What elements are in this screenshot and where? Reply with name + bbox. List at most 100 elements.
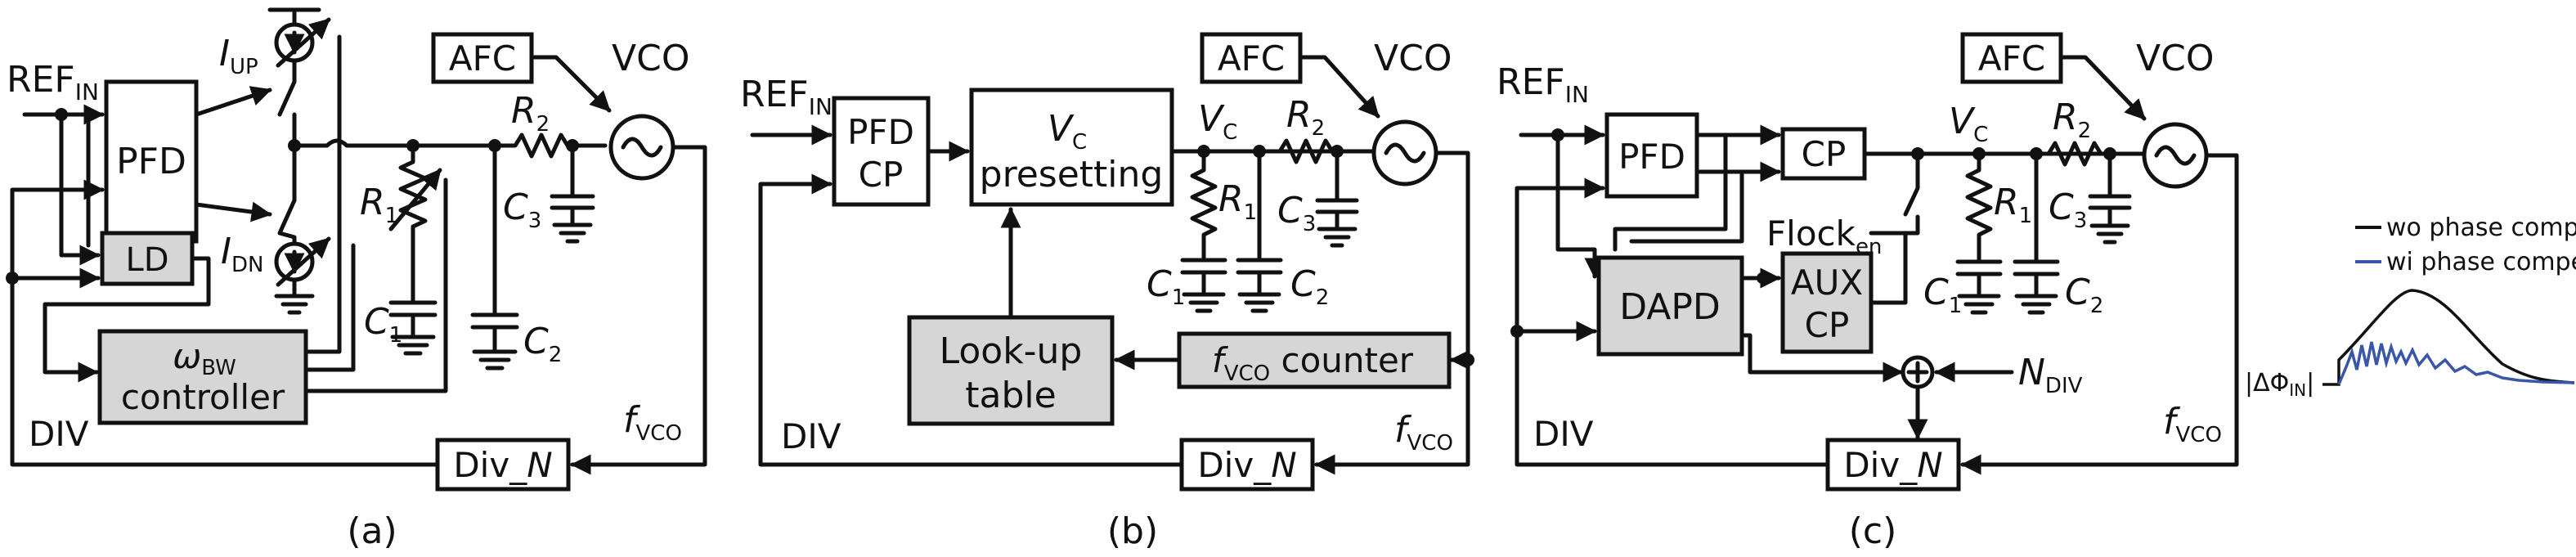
b-vc-presetting-block [969,88,1174,207]
c-flock-switch [1869,151,1920,236]
a-r1-label: R1 [360,182,398,228]
b-vco-label: VCO [1374,38,1452,79]
b-r2-label: R2 [1286,94,1325,141]
a-r1-resistor [398,143,428,305]
a-fvco-wire [570,145,707,475]
b-pfd-label: PFD [847,112,914,152]
a-idn-ground [274,277,315,315]
c-dapd-block [1596,255,1744,357]
c-vc-label: VC [1949,101,1988,147]
b-c2-label: C2 [1290,263,1329,310]
a-pfd-block [104,79,199,244]
a-caption: (a) [347,510,397,552]
b-counter-label: fVCO counter [1212,340,1414,386]
c-c2-label: C2 [2065,272,2103,318]
a-fvco-label: fVCO [623,399,682,446]
b-vc-preset-label: VC [1048,108,1087,155]
c-r1-label: R1 [1994,182,2032,228]
c-r2-resistor [2034,141,2145,167]
b-ref-in-label: REFIN [740,74,832,120]
a-ctrl-iup-wire [303,34,342,354]
c-c2-capacitor [2013,151,2060,315]
a-ld-block [100,231,195,286]
a-r2-label: R2 [511,90,550,137]
panel-c: REFIN PFD CP VC Flocken R1 C1 C2 R2 C3 [1497,32,2239,552]
b-lookup-line2: table [965,375,1056,416]
b-afc-block [1200,32,1303,84]
a-ctrl-r1-wire [303,177,448,393]
a-c1-label: C1 [364,301,402,348]
c-aux-cp-block [1780,251,1874,354]
legend-wo-label: wo phase compensation [2386,213,2576,242]
inset-ylabel: |ΔΦIN| [2245,369,2314,400]
a-c2-capacitor [470,143,519,371]
a-pfd-label: PFD [116,141,186,182]
inset-phase-plot: wo phase compensation wi phase compensat… [2245,213,2576,400]
a-ld-label: LD [125,241,168,279]
a-feedback-wire [10,179,440,467]
a-controller-block [97,329,308,425]
c-flock-label: Flocken [1766,213,1882,259]
a-div-label: DIV [29,414,89,454]
a-idn-label: IDN [221,231,263,277]
legend-wi-label: wi phase compensation [2386,248,2576,276]
b-divn-label: Div_N [1197,445,1296,485]
c-c1-label: C1 [1923,272,1962,318]
a-r2-resistor [492,133,608,159]
c-ndiv-label: NDIV [2018,352,2083,398]
b-r1-label: R1 [1218,178,1257,225]
c-divn-label: Div_N [1843,445,1942,485]
a-ref-in-label: REFIN [7,59,99,106]
a-ctrl-idn-wire [303,243,356,372]
b-fvco-label: fVCO [1394,409,1453,456]
c-r1-c1 [1955,151,2003,315]
c-c3-capacitor [2088,151,2132,245]
a-afc-label: AFC [449,38,516,79]
a-dn-switch [277,198,297,248]
b-c3-label: C3 [1277,190,1316,236]
b-r1-c1 [1180,149,1227,313]
b-caption: (b) [1107,510,1158,552]
c-fvco-label: fVCO [2163,401,2222,447]
a-c3-capacitor [550,143,595,244]
c-c3-label: C3 [2049,186,2087,233]
b-c1-label: C1 [1147,263,1185,310]
a-omega-label: ωBW [173,336,236,380]
a-ld-to-ctrl-wire [43,256,211,383]
a-controller-label: controller [121,377,285,417]
c-divn-block [1825,438,1961,492]
c-caption: (c) [1849,510,1897,552]
c-fvco-wire [1960,153,2239,475]
c-afc-label: AFC [1978,38,2045,79]
b-presetting-label: presetting [980,154,1164,195]
c-div-label: DIV [1533,414,1594,454]
b-c3-capacitor [1315,149,1359,248]
c-cp-label: CP [1802,134,1847,174]
a-vc-node-wire [292,138,497,148]
b-vc-label: VC [1198,98,1237,145]
a-divn-block [435,438,571,492]
a-pfd-up-wire [194,86,272,117]
b-feedback-wire [758,173,1184,467]
a-ref-to-ld-wire [59,112,101,266]
curve-wo-compensation [2322,289,2575,386]
c-auxcp-label: CP [1805,305,1850,345]
c-aux-label: AUX [1791,263,1863,303]
c-afc-block [1960,32,2063,84]
a-c3-label: C3 [503,186,541,233]
a-pfd-dn-wire [194,201,272,222]
a-c1-capacitor [388,300,438,356]
curve-wi-compensation [2337,341,2575,385]
b-cp-label: CP [859,155,904,195]
b-c2-capacitor [1236,149,1283,313]
c-vco-label: VCO [2136,38,2214,79]
a-up-switch [277,58,297,117]
c-dapd-label: DAPD [1619,286,1721,328]
c-r2-label: R2 [2053,97,2091,143]
c-ref-in-label: REFIN [1497,61,1589,108]
panel-b: REFIN PFD CP VC presetting VC R1 C1 C2 R… [740,32,1474,552]
a-iup-label: IUP [219,33,258,79]
b-fvco-wire [1314,150,1470,475]
b-afc-label: AFC [1218,38,1285,79]
panel-a: REFIN PFD LD ωBW controller IUP [6,7,707,552]
